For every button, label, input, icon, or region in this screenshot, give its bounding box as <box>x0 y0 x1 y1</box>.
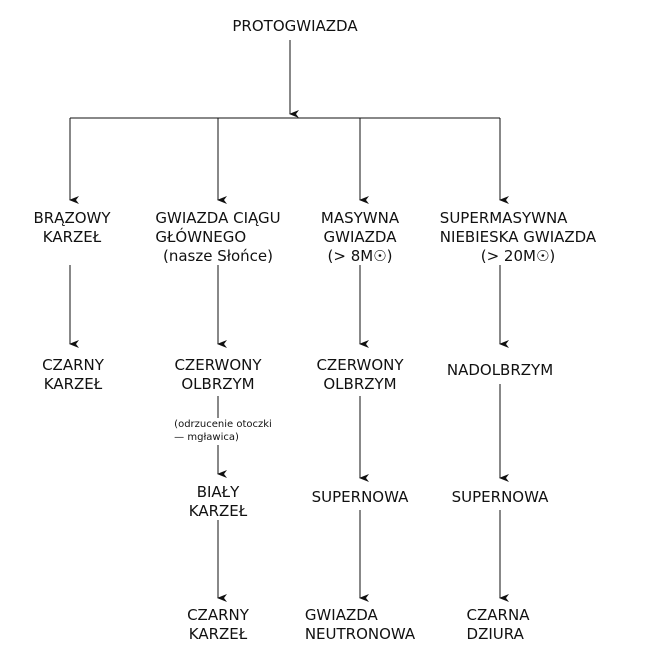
node-label: SUPERNOWA <box>451 488 549 506</box>
node-label: NIEBIESKA GWIAZDA <box>439 228 597 246</box>
note-label: — mgławica) <box>174 432 239 443</box>
node-label: KARZEŁ <box>42 228 102 246</box>
node-label: OLBRZYM <box>181 375 255 393</box>
node-label: KARZEŁ <box>188 625 248 643</box>
node-label: (nasze Słońce) <box>162 247 274 265</box>
node-label: SUPERMASYWNA <box>439 209 568 227</box>
node-label: GWIAZDA <box>323 228 397 246</box>
node-label: BRĄZOWY <box>33 209 111 227</box>
node-label: KARZEŁ <box>188 502 248 520</box>
note-label: (odrzucenie otoczki <box>174 419 272 430</box>
node-label: PROTOGWIAZDA <box>232 17 358 35</box>
node-label: GWIAZDA CIĄGU <box>155 209 281 227</box>
node-label: CZARNY <box>42 356 104 374</box>
node-label: CZERWONY <box>174 356 262 374</box>
node-label: DZIURA <box>466 625 524 643</box>
note-envelope-ejection: (odrzucenie otoczki — mgławica) <box>174 418 272 444</box>
node-supernova-1: SUPERNOWA <box>312 488 409 507</box>
node-label: GWIAZDA <box>304 606 378 624</box>
node-label: CZERWONY <box>316 356 404 374</box>
node-label: BIAŁY <box>196 483 240 501</box>
node-label: CZARNA <box>466 606 530 624</box>
node-label: OLBRZYM <box>323 375 397 393</box>
node-protostar: PROTOGWIAZDA <box>232 17 357 36</box>
node-supernova-2: SUPERNOWA <box>452 488 549 507</box>
node-label: GŁÓWNEGO <box>155 228 247 246</box>
node-label: KARZEŁ <box>43 375 103 393</box>
node-label: CZARNY <box>187 606 249 624</box>
node-label: NADOLBRZYM <box>446 361 554 379</box>
node-label: NEUTRONOWA <box>304 625 416 643</box>
node-label: MASYWNA <box>320 209 400 227</box>
node-label: SUPERNOWA <box>311 488 409 506</box>
node-label: (> 20M☉) <box>480 247 556 265</box>
node-label: (> 8M☉) <box>327 247 393 265</box>
node-supergiant: NADOLBRZYM <box>447 361 553 380</box>
